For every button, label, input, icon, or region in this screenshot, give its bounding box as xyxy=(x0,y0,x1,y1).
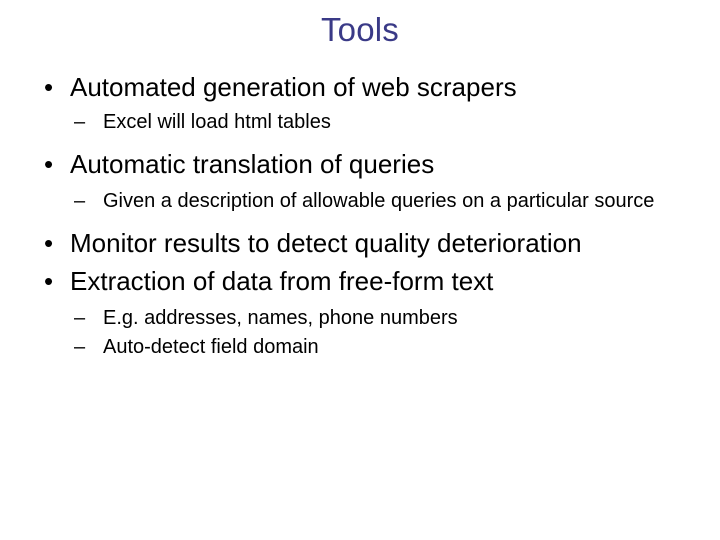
bullet-text: Extraction of data from free-form text xyxy=(70,266,494,296)
bullet-dot-icon: • xyxy=(44,72,54,102)
bullet-item-level2: – Auto-detect field domain xyxy=(0,333,720,362)
bullet-dot-icon: • xyxy=(44,149,54,179)
bullet-item-level1: • Extraction of data from free-form text xyxy=(0,262,720,300)
bullet-dot-icon: • xyxy=(44,266,54,296)
bullet-dash-icon: – xyxy=(74,307,86,329)
bullet-dash-icon: – xyxy=(74,190,86,212)
bullet-item-level1: • Automatic translation of queries xyxy=(0,145,720,183)
bullet-text: Auto-detect field domain xyxy=(103,336,319,358)
bullet-text: Automated generation of web scrapers xyxy=(70,72,517,102)
bullet-item-level2: – Excel will load html tables xyxy=(0,108,720,137)
bullet-item-level1: • Automated generation of web scrapers xyxy=(0,68,720,106)
bullet-text: Monitor results to detect quality deteri… xyxy=(70,228,582,258)
bullet-text: Excel will load html tables xyxy=(103,111,331,133)
bullet-text: Given a description of allowable queries… xyxy=(103,190,655,212)
bullet-dash-icon: – xyxy=(74,336,86,358)
bullet-text: E.g. addresses, names, phone numbers xyxy=(103,307,458,329)
bullet-text: Automatic translation of queries xyxy=(70,149,435,179)
page-title: Tools xyxy=(320,11,400,48)
bullet-dot-icon: • xyxy=(44,228,54,258)
bullet-item-level1: • Monitor results to detect quality dete… xyxy=(0,224,720,262)
bullet-dash-icon: – xyxy=(74,111,86,133)
bullet-list: • Automated generation of web scrapers –… xyxy=(0,68,720,362)
bullet-item-level2: – Given a description of allowable queri… xyxy=(0,187,720,216)
bullet-item-level2: – E.g. addresses, names, phone numbers xyxy=(0,304,720,333)
